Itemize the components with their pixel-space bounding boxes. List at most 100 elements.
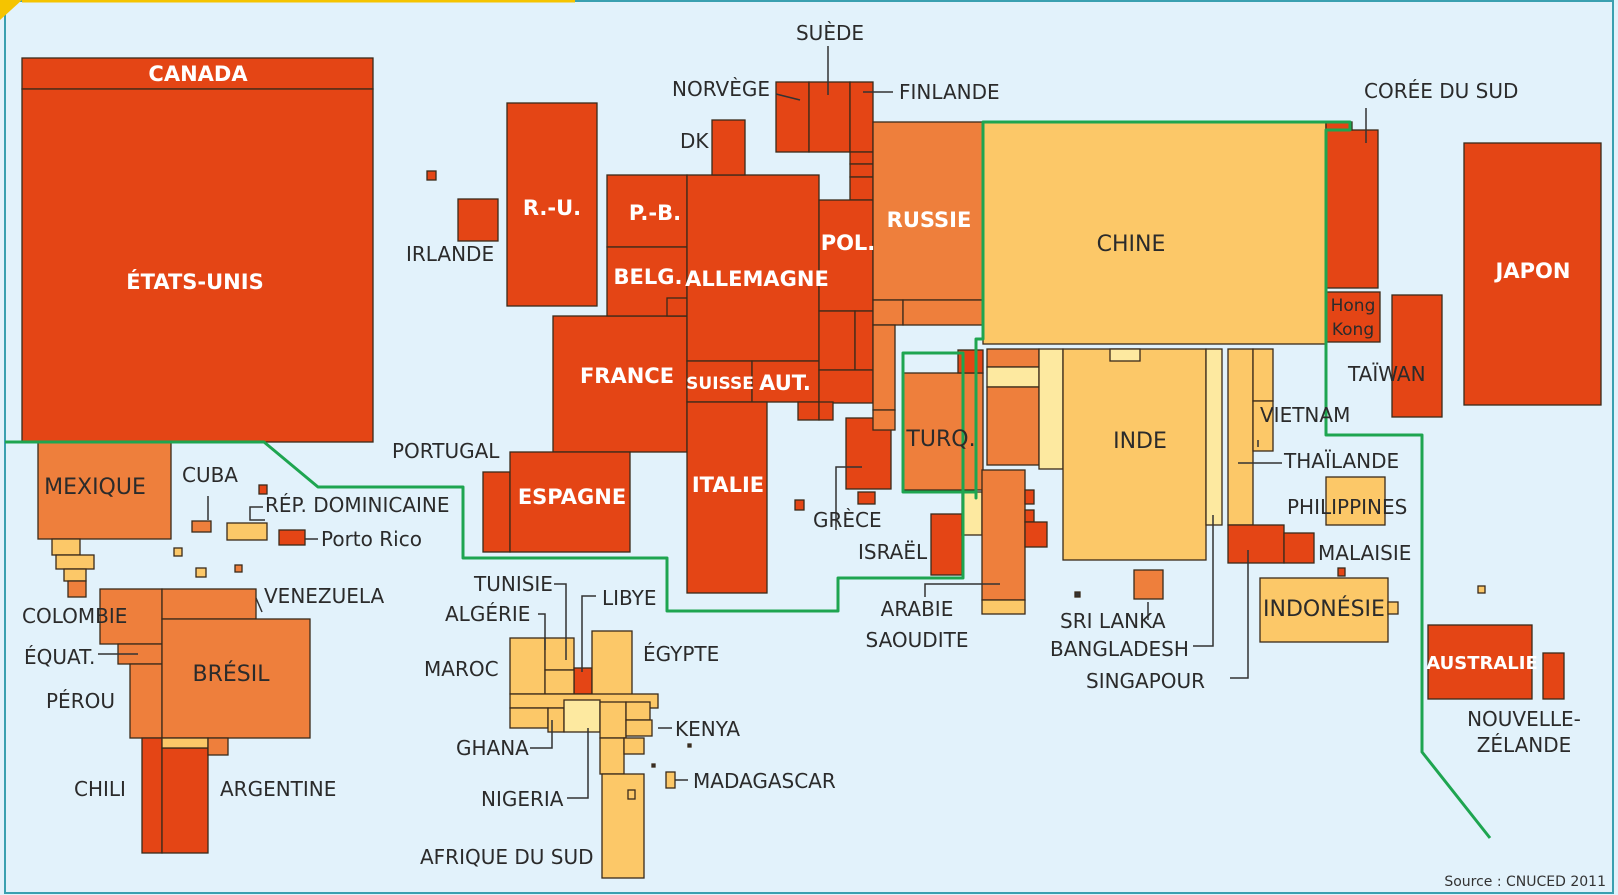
country-italie bbox=[686, 401, 768, 594]
country-turquie bbox=[902, 372, 984, 491]
country-brunei bbox=[1337, 567, 1346, 577]
country-danemark bbox=[711, 119, 746, 176]
country-chypre bbox=[857, 491, 876, 505]
leader-bangladesh bbox=[1193, 515, 1214, 647]
country-estonie bbox=[849, 151, 874, 165]
country-tchequie bbox=[818, 310, 856, 371]
label-japon: JAPON bbox=[1494, 259, 1571, 283]
label-nouvelle-zelande-2: ZÉLANDE bbox=[1477, 733, 1572, 757]
country-canada bbox=[21, 57, 374, 90]
country-pakistan bbox=[1038, 348, 1064, 470]
label-malaisie: MALAISIE bbox=[1318, 541, 1411, 565]
country-egypte bbox=[591, 630, 633, 702]
country-ethiopie bbox=[625, 701, 651, 721]
country-sri-lanka bbox=[1133, 569, 1164, 600]
country-bangladesh bbox=[1205, 348, 1223, 526]
country-madagascar bbox=[665, 771, 676, 789]
country-algerie bbox=[544, 637, 575, 671]
label-inde: INDE bbox=[1113, 429, 1167, 454]
label-libye: LIBYE bbox=[602, 586, 657, 610]
label-turquie: TURQ. bbox=[905, 427, 975, 452]
label-arabie-saoudite-1: ARABIE bbox=[881, 597, 954, 621]
country-roumanie bbox=[872, 324, 896, 411]
label-royaume-uni: R.-U. bbox=[523, 196, 581, 220]
country-croatie bbox=[818, 401, 834, 421]
country-nepal bbox=[1109, 348, 1141, 362]
leader-grece bbox=[835, 466, 862, 530]
country-taiwan bbox=[1391, 294, 1443, 418]
country-venezuela bbox=[161, 588, 257, 620]
label-mexique: MEXIQUE bbox=[44, 475, 146, 500]
label-egypte: ÉGYPTE bbox=[643, 642, 719, 666]
label-grece: GRÈCE bbox=[813, 508, 882, 532]
label-venezuela: VENEZUELA bbox=[264, 584, 384, 608]
country-royaume-uni bbox=[506, 102, 598, 307]
label-vietnam: VIETNAM bbox=[1260, 403, 1350, 427]
label-coree-du-sud: CORÉE DU SUD bbox=[1364, 79, 1518, 103]
label-madagascar: MADAGASCAR bbox=[693, 769, 836, 793]
label-russie: RUSSIE bbox=[887, 208, 972, 232]
label-singapour: SINGAPOUR bbox=[1086, 669, 1205, 693]
country-tunisie bbox=[544, 669, 575, 695]
country-malte bbox=[794, 499, 805, 511]
country-fidji bbox=[1477, 585, 1486, 594]
country-soudan bbox=[599, 701, 627, 739]
map-frame bbox=[4, 0, 1614, 894]
leader-nigeria bbox=[567, 728, 589, 799]
label-tunisie: TUNISIE bbox=[473, 572, 553, 596]
country-timor bbox=[1387, 601, 1399, 615]
label-kenya: KENYA bbox=[675, 717, 740, 741]
label-colombie: COLOMBIE bbox=[22, 604, 127, 628]
label-thailande: THAÏLANDE bbox=[1283, 449, 1399, 473]
label-kong: Kong bbox=[1332, 320, 1374, 340]
label-belgique: BELG. bbox=[614, 265, 683, 289]
label-ghana: GHANA bbox=[456, 736, 529, 760]
country-panama bbox=[63, 568, 87, 582]
country-bahamas bbox=[258, 484, 268, 495]
country-espagne bbox=[509, 451, 631, 553]
country-porto-rico bbox=[278, 529, 306, 546]
label-chine: CHINE bbox=[1097, 232, 1166, 257]
country-norvege bbox=[775, 81, 810, 153]
country-azerbaidjan bbox=[986, 348, 1040, 368]
leader-singapour bbox=[1230, 550, 1249, 679]
leader-algerie bbox=[538, 613, 546, 650]
country-reunion bbox=[651, 763, 656, 768]
country-japon bbox=[1463, 142, 1602, 406]
label-nouvelle-zelande-1: NOUVELLE- bbox=[1467, 707, 1581, 731]
label-philippines: PHILIPPINES bbox=[1287, 495, 1407, 519]
country-portugal bbox=[482, 471, 511, 553]
country-allemagne bbox=[686, 174, 820, 362]
country-slovaquie bbox=[854, 310, 874, 371]
country-russie bbox=[872, 121, 984, 301]
country-pologne bbox=[818, 199, 874, 312]
country-cuba bbox=[191, 520, 212, 533]
country-malaisie bbox=[1283, 532, 1315, 564]
country-jordanie bbox=[961, 491, 983, 536]
country-coree-du-sud bbox=[1325, 129, 1379, 289]
country-chine bbox=[982, 121, 1327, 345]
country-argentine bbox=[161, 747, 209, 854]
country-hongrie bbox=[818, 369, 874, 404]
country-arabie-saoudite bbox=[981, 469, 1026, 601]
country-maroc bbox=[509, 637, 546, 695]
leader-venezuela bbox=[255, 597, 263, 613]
country-perou bbox=[129, 663, 163, 739]
label-danemark: DK bbox=[680, 129, 709, 153]
label-chili: CHILI bbox=[74, 777, 126, 801]
label-arabie-saoudite-2: SAOUDITE bbox=[866, 628, 969, 652]
country-paraguay bbox=[161, 737, 209, 749]
country-jamaique bbox=[173, 547, 183, 557]
country-ouganda bbox=[623, 737, 645, 755]
label-rep-dominicaine: RÉP. DOMINICAINE bbox=[265, 493, 450, 517]
label-equat: ÉQUAT. bbox=[24, 645, 95, 669]
label-bresil: BRÉSIL bbox=[193, 661, 271, 687]
label-norvege: NORVÈGE bbox=[672, 77, 770, 101]
label-irlande: IRLANDE bbox=[406, 242, 494, 266]
country-tanzanie bbox=[599, 737, 625, 775]
label-allemagne: ALLEMAGNE bbox=[685, 267, 829, 291]
country-bresil bbox=[161, 618, 311, 739]
label-taiwan: TAÏWAN bbox=[1347, 362, 1426, 386]
